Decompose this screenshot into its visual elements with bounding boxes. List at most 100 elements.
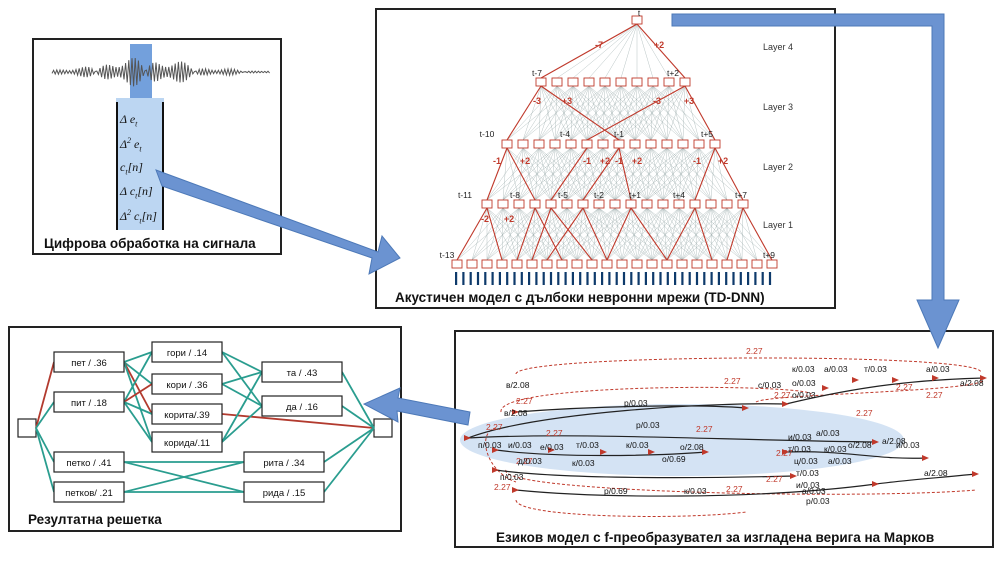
tdnn-node	[625, 199, 637, 209]
tdnn-node	[646, 259, 658, 269]
input-frame-bar	[498, 272, 501, 285]
arc-label: т/0.03	[576, 440, 599, 450]
tdnn-connection	[502, 207, 563, 261]
tdnn-highlight-path	[550, 147, 588, 201]
tdnn-node	[689, 199, 701, 209]
feature-delta2-cepstrum: Δ2 ct[n]	[120, 208, 157, 226]
tdnn-connection	[546, 207, 616, 261]
lattice-edge	[221, 383, 263, 407]
tdnn-connection	[546, 207, 600, 261]
fst-state	[932, 375, 939, 381]
input-frame-bar	[506, 272, 509, 285]
tdnn-highlight-path	[694, 207, 713, 261]
tdnn-node	[451, 259, 463, 269]
tdnn-connection	[471, 207, 488, 261]
arc-label: и/0.03	[796, 480, 820, 490]
input-frame-bar	[768, 272, 772, 285]
arc-label: т/0.03	[796, 468, 819, 478]
transition-arc	[467, 403, 787, 439]
lattice-edge	[123, 461, 245, 493]
speech-waveform	[51, 57, 270, 87]
tdnn-highlight-path	[540, 23, 638, 79]
backoff-weight: 2.27	[746, 346, 763, 356]
tdnn-node	[481, 259, 493, 269]
tdnn-connection	[561, 207, 632, 261]
tdnn-node	[629, 139, 641, 149]
tdnn-connection	[576, 207, 616, 261]
input-frame-bar	[695, 272, 699, 285]
input-frame-bar	[484, 272, 487, 285]
tdnn-connection	[486, 207, 518, 261]
time-label: t+9	[763, 250, 775, 260]
backoff-weight: 2.27	[516, 456, 533, 466]
fst-state	[852, 377, 859, 383]
tdnn-node	[551, 77, 563, 87]
tdnn-connection	[582, 207, 623, 261]
tdnn-connection	[646, 207, 683, 261]
tdnn-node	[609, 199, 621, 209]
lattice-word-node	[151, 431, 223, 453]
input-frame-bar	[462, 272, 465, 285]
tdnn-connection	[598, 207, 623, 261]
arc-label: к/0.03	[626, 440, 649, 450]
fst-state	[922, 455, 929, 461]
tdnn-node	[597, 139, 609, 149]
lattice-edge	[323, 427, 375, 493]
arc-label: а/2.08	[882, 436, 906, 446]
tdnn-connection	[576, 207, 584, 261]
tdnn-connection	[518, 207, 563, 261]
arc-label: и/0.03	[788, 432, 812, 442]
input-frame-bar	[644, 272, 647, 285]
fst-state	[512, 487, 519, 493]
input-frame-bar	[739, 272, 742, 285]
tdnn-connection	[582, 207, 653, 261]
tdnn-connection	[538, 85, 606, 141]
tdnn-connection	[550, 207, 563, 261]
time-label: t-13	[440, 250, 455, 260]
tdnn-connection	[471, 207, 536, 261]
arc-label: к/0.03	[824, 444, 847, 454]
arc-label: к/0.03	[572, 458, 595, 468]
tdnn-node	[676, 259, 688, 269]
fst-state	[492, 467, 499, 473]
input-frame-bar	[608, 272, 611, 285]
tdnn-highlight-path	[540, 85, 620, 141]
tdnn-connection	[501, 207, 568, 261]
tdnn-node	[631, 259, 643, 269]
time-label: t-2	[594, 190, 604, 200]
highlighted-region	[460, 404, 904, 476]
lattice-word-node	[151, 373, 223, 395]
arc-label: в/2.08	[506, 380, 530, 390]
tdnn-connection	[591, 207, 632, 261]
tdnn-highlight-path	[506, 85, 542, 141]
tdnn-highlight-path	[531, 207, 552, 261]
tdnn-node	[631, 77, 643, 87]
fst-state	[892, 377, 899, 383]
tdnn-connection	[471, 207, 504, 261]
input-frame-bar	[542, 272, 545, 285]
tdnn-highlight-path	[582, 147, 620, 201]
offset-label: -7	[595, 40, 603, 50]
tdnn-node	[641, 199, 653, 209]
arc-label: а/0.03	[926, 364, 950, 374]
lattice-word-node	[243, 481, 325, 503]
time-label: t+5	[701, 129, 713, 139]
input-frame-bar	[622, 272, 626, 285]
tdnn-connection	[646, 207, 668, 261]
tdnn-connection	[522, 85, 590, 141]
offset-label: +2	[600, 156, 610, 166]
input-frame-bar	[571, 272, 574, 285]
lattice-end-node	[373, 418, 393, 438]
tdnn-connection	[534, 207, 593, 261]
tdnn-highlight-path	[606, 207, 632, 261]
tdnn-connection	[572, 23, 638, 79]
input-frame-bar	[528, 272, 531, 285]
tdnn-node	[593, 199, 605, 209]
fst-state	[972, 471, 979, 477]
offset-label: +2	[632, 156, 642, 166]
arc-label: о/0.03	[792, 390, 816, 400]
backoff-weight: 2.27	[766, 474, 783, 484]
tdnn-connection	[576, 207, 632, 261]
